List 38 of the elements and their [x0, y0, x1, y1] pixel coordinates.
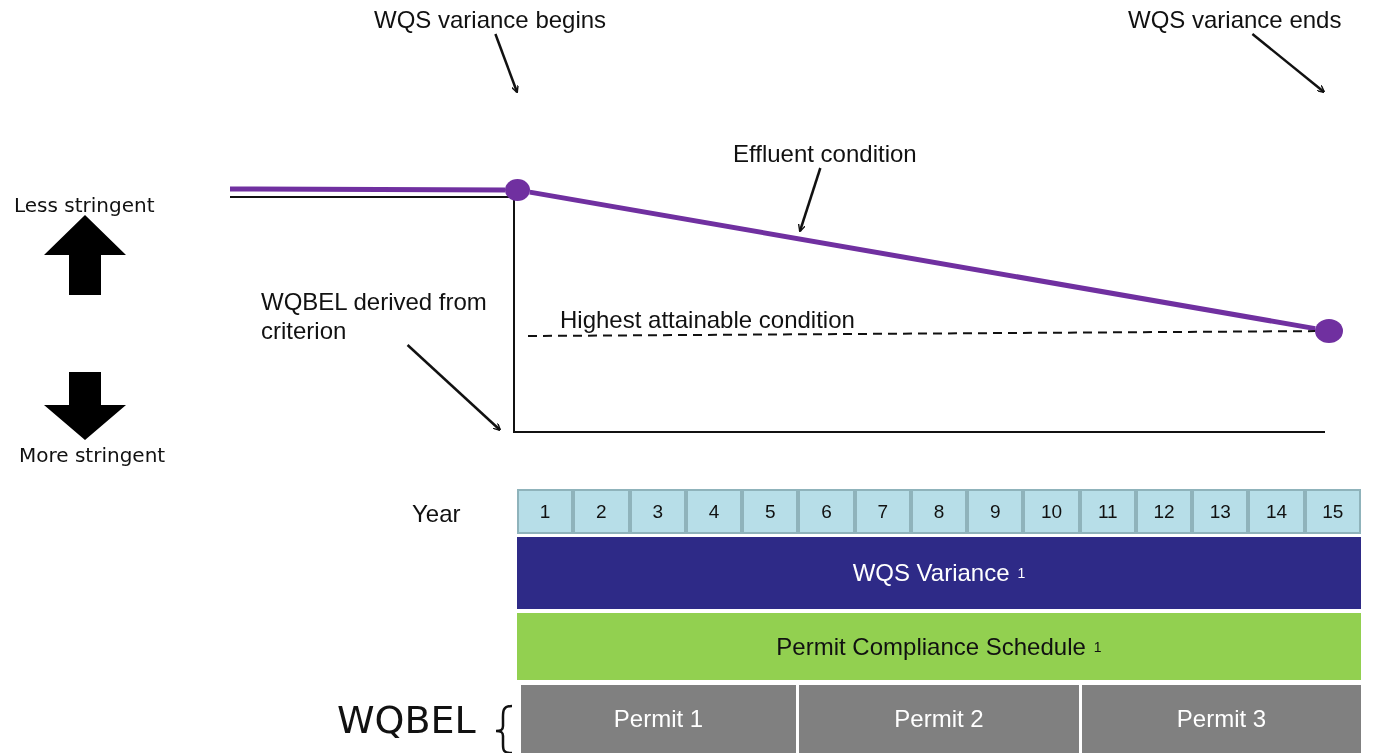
data-point — [505, 179, 530, 201]
trend-line — [529, 189, 1316, 332]
annotation-text: WQBEL derived from criterion — [261, 287, 491, 345]
annotation-text: WQS variance ends — [1128, 5, 1342, 34]
year-cell: 10 — [1023, 489, 1080, 534]
edge-label: Highest attainable condition — [560, 305, 855, 334]
annotation-text: WQS variance begins — [374, 5, 607, 34]
compliance-schedule-bar: Permit Compliance Schedule $^{1}$ — [517, 613, 1361, 680]
year-cell: 1 — [517, 489, 574, 534]
year-cell: 3 — [629, 489, 686, 534]
leader-line — [406, 344, 502, 432]
leader-line — [494, 33, 519, 94]
permit-bar: Permit 3 — [1082, 685, 1361, 753]
trend-line — [230, 186, 505, 193]
year-cell: 7 — [854, 489, 911, 534]
year-cell: 9 — [967, 489, 1024, 534]
year-cell: 8 — [910, 489, 968, 534]
year-cell: 13 — [1192, 489, 1249, 534]
leader-line — [1251, 33, 1326, 94]
year-cell: 5 — [742, 489, 799, 534]
leader-line — [797, 167, 822, 233]
row-label: Year — [412, 500, 461, 528]
permit-bar: Permit 2 — [799, 685, 1079, 753]
data-point — [1315, 319, 1343, 343]
variance-bar: WQS Variance $^{1}$ — [517, 537, 1361, 609]
year-cell: 15 — [1304, 489, 1361, 534]
year-cell: 12 — [1135, 489, 1193, 534]
year-cell: 2 — [573, 489, 630, 534]
year-cell: 14 — [1248, 489, 1305, 534]
dashed-line — [527, 330, 1316, 337]
year-cell: 11 — [1079, 489, 1136, 534]
row-label: WQBEL — [337, 698, 476, 742]
permit-bar: Permit 1 — [521, 685, 796, 753]
axis-label: Less stringent — [14, 193, 155, 217]
axis-label: More stringent — [19, 443, 166, 467]
year-cell: 4 — [685, 489, 743, 534]
annotation-text: Effluent condition — [733, 139, 917, 168]
year-cell: 6 — [798, 489, 855, 534]
